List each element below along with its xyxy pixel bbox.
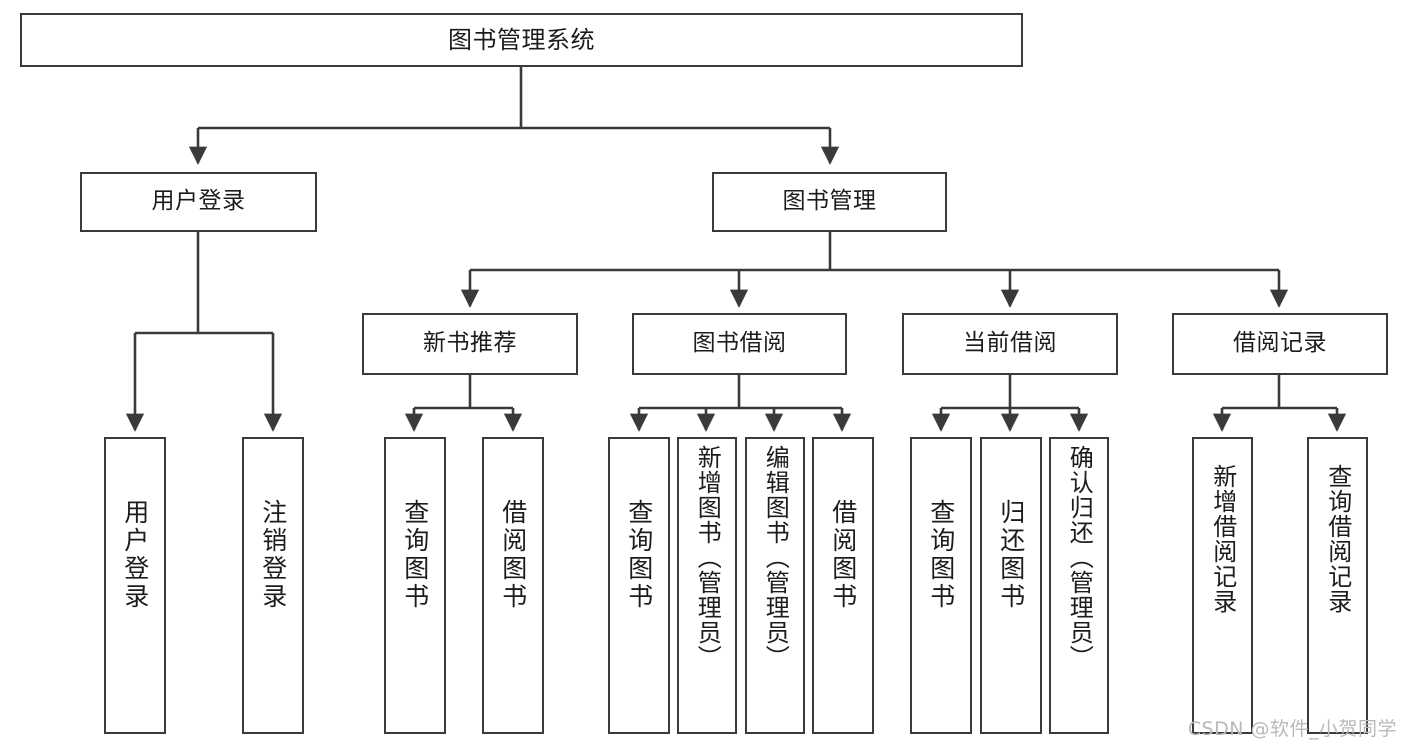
- leaf-confirm-return[interactable]: 确认归还（管理员）: [1049, 437, 1109, 734]
- node-label: 当前借阅: [963, 330, 1057, 357]
- node-book-borrow[interactable]: 图书借阅: [632, 313, 847, 375]
- node-label: 图书借阅: [692, 330, 787, 357]
- leaf-add-record[interactable]: 新增借阅记录: [1192, 437, 1253, 734]
- node-new-book-recommend[interactable]: 新书推荐: [362, 313, 578, 375]
- node-label: 借阅记录: [1233, 330, 1327, 357]
- leaf-query-book-3[interactable]: 查询图书: [910, 437, 972, 734]
- node-current-borrow[interactable]: 当前借阅: [902, 313, 1118, 375]
- leaf-query-record[interactable]: 查询借阅记录: [1307, 437, 1368, 734]
- leaf-borrow-book-1[interactable]: 借阅图书: [482, 437, 544, 734]
- node-label: 编辑图书（管理员）: [761, 445, 790, 670]
- leaf-return-book[interactable]: 归还图书: [980, 437, 1042, 734]
- leaf-borrow-book-2[interactable]: 借阅图书: [812, 437, 874, 734]
- node-user-login[interactable]: 用户登录: [80, 172, 317, 232]
- leaf-query-book-2[interactable]: 查询图书: [608, 437, 670, 734]
- leaf-add-book[interactable]: 新增图书（管理员）: [677, 437, 737, 734]
- node-label: 借阅图书: [828, 499, 858, 611]
- node-label: 用户登录: [151, 188, 246, 215]
- node-root-system[interactable]: 图书管理系统: [20, 13, 1023, 67]
- node-label: 新增借阅记录: [1208, 464, 1237, 614]
- node-label: 注销登录: [258, 499, 288, 611]
- leaf-query-book-1[interactable]: 查询图书: [384, 437, 446, 734]
- node-label: 用户登录: [120, 499, 150, 611]
- node-borrow-record[interactable]: 借阅记录: [1172, 313, 1388, 375]
- watermark-text: CSDN @软件_小贺同学: [1187, 718, 1397, 740]
- node-label: 新书推荐: [423, 330, 517, 357]
- leaf-logout-login[interactable]: 注销登录: [242, 437, 304, 734]
- node-label: 归还图书: [996, 499, 1026, 611]
- node-book-manage[interactable]: 图书管理: [712, 172, 947, 232]
- leaf-edit-book[interactable]: 编辑图书（管理员）: [745, 437, 805, 734]
- node-label: 新增图书（管理员）: [693, 445, 722, 670]
- node-label: 图书管理: [782, 188, 877, 215]
- node-label: 查询图书: [400, 499, 430, 611]
- node-label: 图书管理系统: [448, 25, 595, 54]
- node-label: 确认归还（管理员）: [1065, 445, 1094, 670]
- node-label: 查询图书: [624, 499, 654, 611]
- node-label: 查询借阅记录: [1323, 464, 1352, 614]
- node-label: 查询图书: [926, 499, 956, 611]
- leaf-user-login[interactable]: 用户登录: [104, 437, 166, 734]
- node-label: 借阅图书: [498, 499, 528, 611]
